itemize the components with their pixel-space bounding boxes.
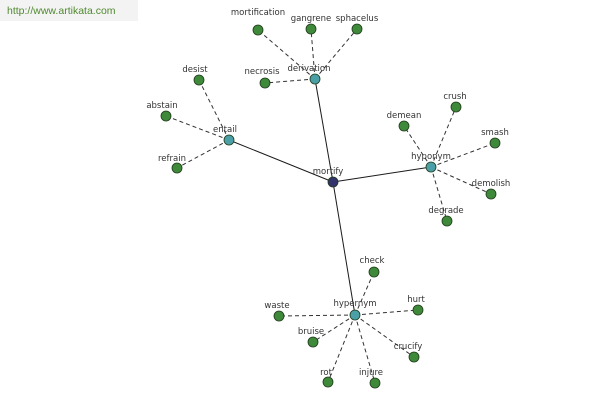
leaf-crush-node[interactable] [450, 101, 462, 113]
edge-mortify-hypernym [332, 181, 356, 316]
root-mortify-node[interactable] [327, 176, 339, 188]
leaf-desist-node[interactable] [193, 74, 205, 86]
edge-hypernym-check [354, 271, 375, 316]
leaf-degrade-node[interactable] [441, 215, 453, 227]
edge-hypernym-rot [327, 314, 356, 383]
leaf-check-node[interactable] [368, 266, 380, 278]
labels-layer: mortification gangrene sphacelus necrosis de… [146, 8, 510, 378]
relation-hypernym-label: hypernym [333, 299, 376, 309]
leaf-demolish-label: demolish [472, 179, 511, 189]
edges-layer [165, 28, 496, 384]
edge-mortify-derivation [314, 78, 334, 183]
leaf-crucify-label: crucify [394, 342, 422, 352]
leaf-waste-node[interactable] [273, 310, 285, 322]
edge-hyponym-crush [430, 106, 457, 168]
leaf-mortification-label: mortification [231, 8, 285, 18]
leaf-crucify-node[interactable] [408, 351, 420, 363]
edge-derivation-sphacelus [314, 28, 358, 80]
edge-hypernym-waste [278, 314, 356, 317]
edge-derivation-necrosis [264, 78, 316, 84]
leaf-bruise-node[interactable] [307, 336, 319, 348]
edge-hyponym-smash [430, 142, 496, 168]
relation-entail-label: entail [213, 125, 237, 135]
edge-hypernym-crucify [354, 314, 415, 358]
leaf-hurt-label: hurt [407, 295, 425, 305]
leaf-gangrene-label: gangrene [291, 14, 332, 24]
relation-hyponym-label: hyponym [411, 152, 451, 162]
edge-hyponym-degrade [430, 166, 448, 222]
edge-hypernym-injure [354, 314, 376, 384]
leaf-sphacelus-node[interactable] [351, 23, 363, 35]
leaf-desist-label: desist [182, 65, 208, 75]
leaf-gangrene-node[interactable] [305, 23, 317, 35]
leaf-abstain-node[interactable] [160, 110, 172, 122]
leaf-rot-label: rot [320, 368, 333, 378]
edge-entail-refrain [176, 139, 230, 169]
leaf-necrosis-label: necrosis [244, 67, 280, 77]
leaf-demolish-node[interactable] [485, 188, 497, 200]
watermark-url: http://www.artikata.com [0, 0, 138, 21]
leaf-degrade-label: degrade [428, 206, 463, 216]
leaf-rot-node[interactable] [322, 376, 334, 388]
relation-hyponym-node[interactable] [425, 161, 437, 173]
leaf-refrain-label: refrain [158, 154, 186, 164]
relation-derivation-label: derivation [287, 64, 330, 74]
leaf-refrain-node[interactable] [171, 162, 183, 174]
leaf-crush-label: crush [443, 92, 466, 102]
relation-entail-node[interactable] [223, 134, 235, 146]
edge-hyponym-demolish [430, 166, 492, 195]
leaf-necrosis-node[interactable] [259, 77, 271, 89]
leaf-sphacelus-label: sphacelus [336, 14, 379, 24]
nodes-layer [160, 23, 501, 389]
leaf-demean-node[interactable] [398, 120, 410, 132]
leaf-hurt-node[interactable] [412, 304, 424, 316]
edge-derivation-gangrene [310, 28, 316, 80]
edge-entail-abstain [165, 115, 230, 141]
leaf-waste-label: waste [264, 301, 289, 311]
edge-hypernym-hurt [354, 309, 419, 316]
leaf-injure-label: injure [359, 368, 383, 378]
relation-derivation-node[interactable] [309, 73, 321, 85]
edge-hyponym-demean [403, 125, 432, 168]
leaf-mortification-node[interactable] [252, 24, 264, 36]
leaf-injure-node[interactable] [369, 377, 381, 389]
leaf-bruise-label: bruise [298, 327, 324, 337]
leaf-check-label: check [360, 256, 385, 266]
root-mortify-label: mortify [313, 167, 344, 177]
leaf-smash-label: smash [481, 128, 509, 138]
edge-mortify-hyponym [332, 166, 432, 183]
leaf-demean-label: demean [387, 111, 422, 121]
relation-hypernym-node[interactable] [349, 309, 361, 321]
leaf-smash-node[interactable] [489, 137, 501, 149]
edge-hypernym-bruise [312, 314, 356, 343]
edge-derivation-mortification [257, 29, 316, 80]
edge-mortify-entail [228, 139, 334, 183]
leaf-abstain-label: abstain [146, 101, 177, 111]
